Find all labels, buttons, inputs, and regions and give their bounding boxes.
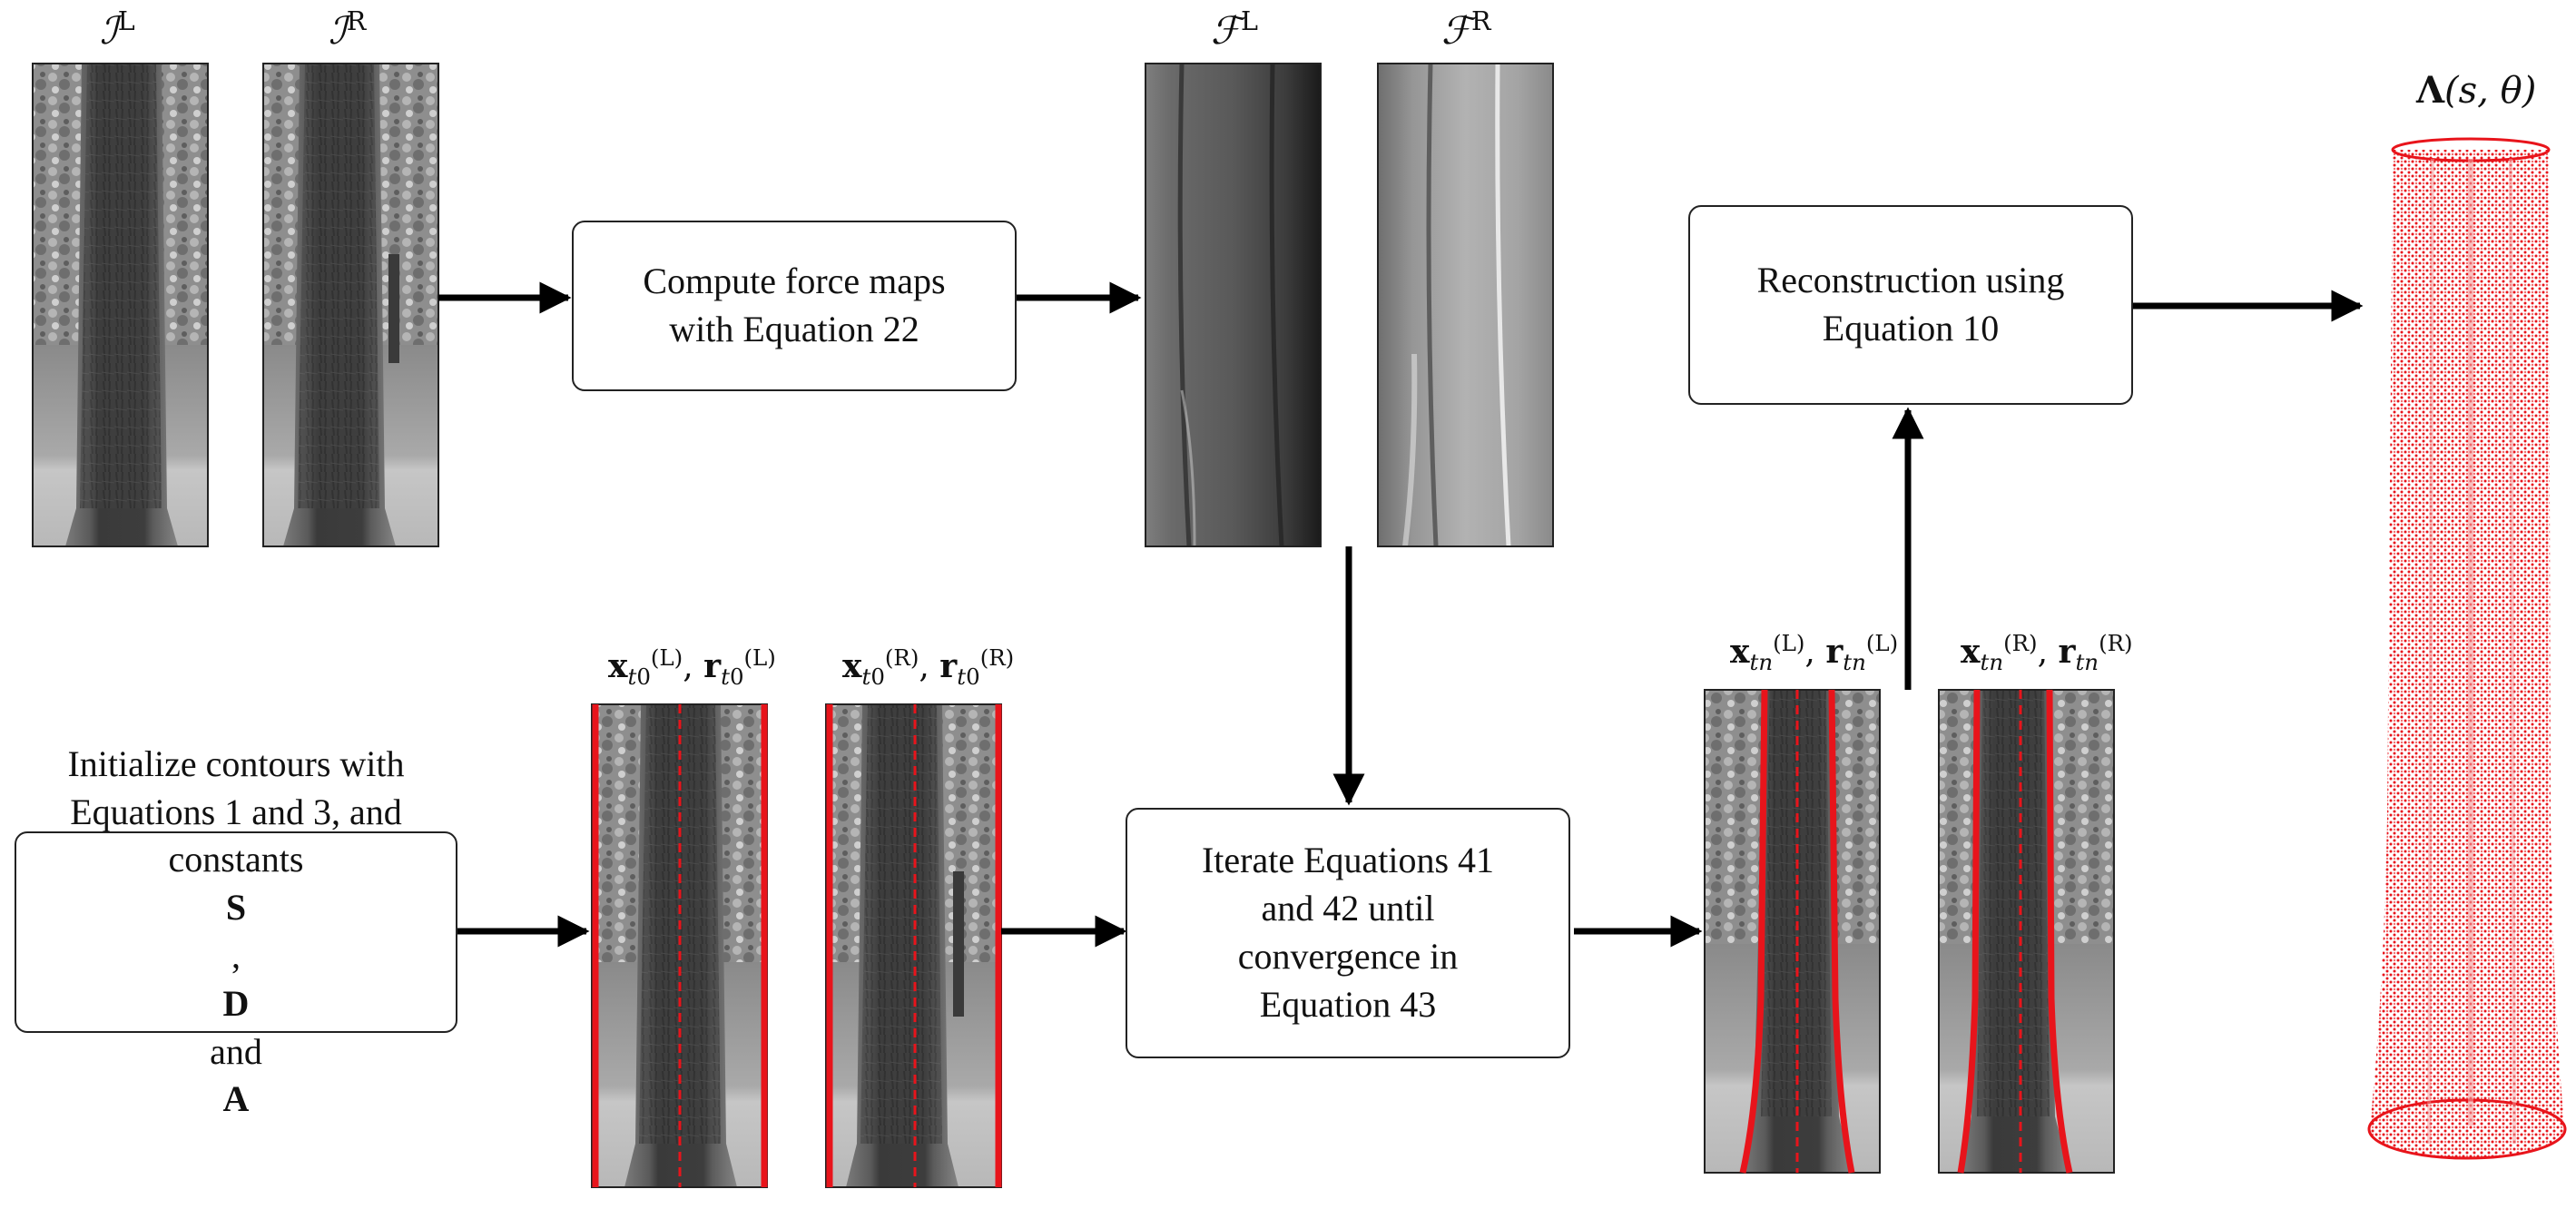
label-image-left: ℐL [100, 5, 135, 53]
photo-initial-contour-right [825, 703, 1002, 1188]
label-force-right: ℱR [1441, 5, 1491, 53]
label-initial-right: xt0(R), rt0(R) [842, 644, 1015, 691]
label-image-right: ℐR [329, 5, 367, 53]
photo-initial-contour-left [591, 703, 768, 1188]
label-reconstruction: Λ(s, θ) [2416, 69, 2537, 112]
label-initial-left: xt0(L), rt0(L) [608, 644, 776, 691]
box-iterate-equations: Iterate Equations 41 and 42 until conver… [1126, 808, 1570, 1058]
label-force-left: ℱL [1211, 5, 1258, 53]
photo-converged-contour-right [1938, 689, 2115, 1174]
reconstructed-mesh [2367, 137, 2567, 1160]
photo-right-input [262, 63, 439, 547]
photo-left-input [32, 63, 209, 547]
force-map-right [1377, 63, 1554, 547]
force-map-left [1145, 63, 1322, 547]
photo-converged-contour-left [1704, 689, 1881, 1174]
label-converged-right: xtn(R), rtn(R) [1961, 630, 2133, 676]
box-initialize-contours: Initialize contours with Equations 1 and… [15, 743, 457, 1119]
arrows [438, 281, 2364, 948]
box-reconstruction: Reconstruction using Equation 10 [1688, 205, 2133, 405]
label-converged-left: xtn(L), rtn(L) [1730, 630, 1899, 676]
box-compute-force-maps: Compute force maps with Equation 22 [572, 221, 1017, 391]
